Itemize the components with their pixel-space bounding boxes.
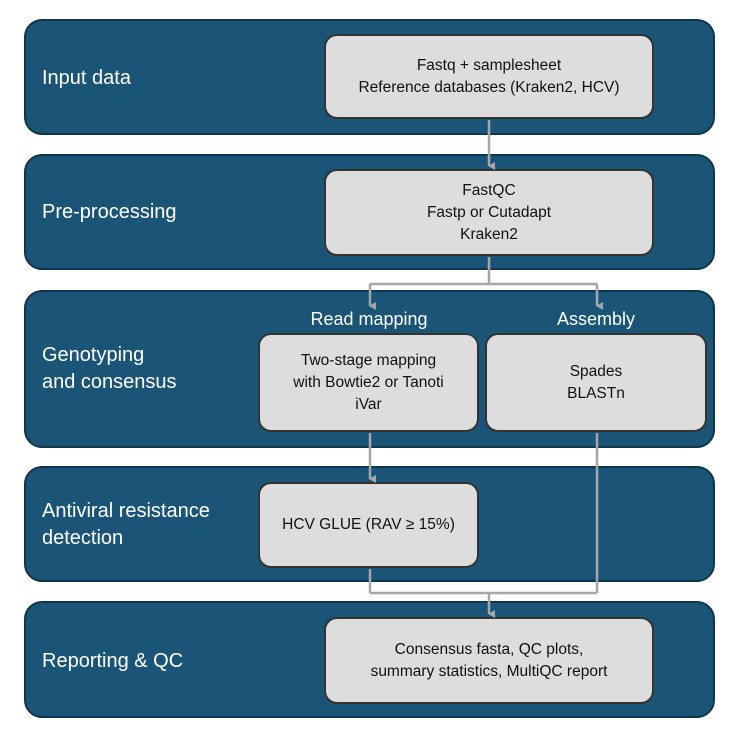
box-resistance: HCV GLUE (RAV ≥ 15%) xyxy=(258,482,479,568)
box-text-reporting: Consensus fasta, QC plots, summary stati… xyxy=(370,640,608,680)
stage-label-input-data: Input data xyxy=(42,67,131,89)
heading-read-mapping: Read mapping xyxy=(310,309,428,329)
stage-label-reporting: Reporting & QC xyxy=(42,650,184,672)
heading-assembly: Assembly xyxy=(556,309,636,329)
box-input-data: Fastq + samplesheet Reference databases … xyxy=(324,34,654,119)
box-text-assembly: Spades BLASTn xyxy=(567,362,625,402)
stage-label-resistance: Antiviral resistance detection xyxy=(42,500,210,549)
box-text-pre-processing: FastQC Fastp or Cutadapt Kraken2 xyxy=(426,181,552,243)
box-pre-processing: FastQC Fastp or Cutadapt Kraken2 xyxy=(324,169,654,256)
stage-label-genotyping: Genotyping and consensus xyxy=(42,344,177,393)
box-text-resistance: HCV GLUE (RAV ≥ 15%) xyxy=(282,516,455,533)
box-assembly: Spades BLASTn xyxy=(485,333,707,432)
box-text-input-data: Fastq + samplesheet Reference databases … xyxy=(358,56,620,96)
box-read-mapping: Two-stage mapping with Bowtie2 or Tanoti… xyxy=(258,333,479,432)
stage-label-pre-processing: Pre-processing xyxy=(42,201,177,223)
box-text-read-mapping: Two-stage mapping with Bowtie2 or Tanoti… xyxy=(293,351,444,413)
box-reporting: Consensus fasta, QC plots, summary stati… xyxy=(324,617,654,704)
